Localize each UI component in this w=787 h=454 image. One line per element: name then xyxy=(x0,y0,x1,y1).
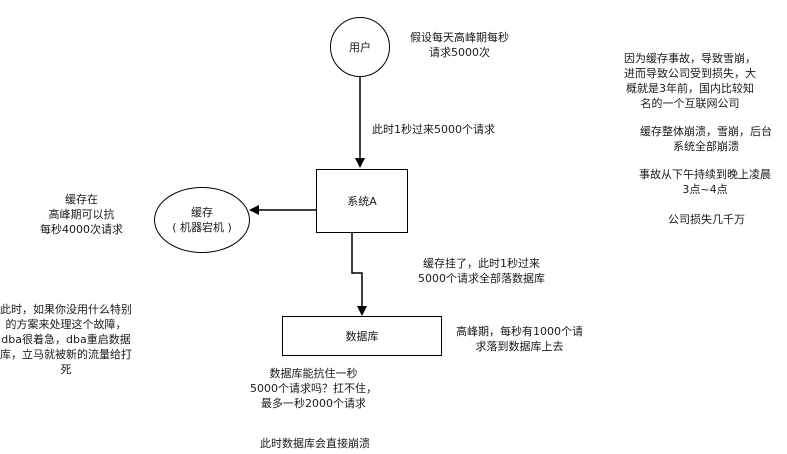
db-crash-note: 此时数据库会直接崩溃 xyxy=(260,437,370,450)
database-label: 数据库 xyxy=(345,329,379,343)
dba-scenario-note: 此时，如果你没用什么特别 的方案来处理这个故障， dba很着急，dba重启数据 … xyxy=(0,303,132,376)
cache-node: 缓存 ( 机器宕机 ) xyxy=(154,187,250,253)
system-a-label: 系统A xyxy=(347,194,377,208)
cache-down-note: 缓存挂了，此时1秒过来 5000个请求全部落数据库 xyxy=(418,257,545,285)
incident-note: 因为缓存事故，导致雪崩， 进而导致公司受到损失，大 概就是3年前，国内比较知 名… xyxy=(624,52,756,110)
database-node: 数据库 xyxy=(282,316,442,356)
cache-label: 缓存 xyxy=(191,206,213,219)
system-a-node: 系统A xyxy=(316,169,408,233)
cache-sublabel: ( 机器宕机 ) xyxy=(172,221,232,234)
incoming-requests-note: 此时1秒过来5000个请求 xyxy=(372,123,495,136)
loss-note: 公司损失几千万 xyxy=(668,213,745,226)
cache-capacity-note: 缓存在 高峰期可以抗 每秒4000次请求 xyxy=(40,193,123,236)
arrow-system-to-database xyxy=(351,233,367,316)
user-label: 用户 xyxy=(349,40,371,54)
db-capacity-note: 数据库能抗住一秒 5000个请求吗？扛不住， 最多一秒2000个请求 xyxy=(250,367,377,410)
duration-note: 事故从下午持续到晚上凌晨 3点~4点 xyxy=(639,168,771,196)
db-peak-note: 高峰期，每秒有1000个请 求落到数据库上去 xyxy=(456,325,583,353)
user-node: 用户 xyxy=(330,17,390,77)
collapse-note: 缓存整体崩溃，雪崩，后台 系统全部崩溃 xyxy=(640,125,772,153)
user-peak-note: 假设每天高峰期每秒 请求5000次 xyxy=(410,31,509,59)
